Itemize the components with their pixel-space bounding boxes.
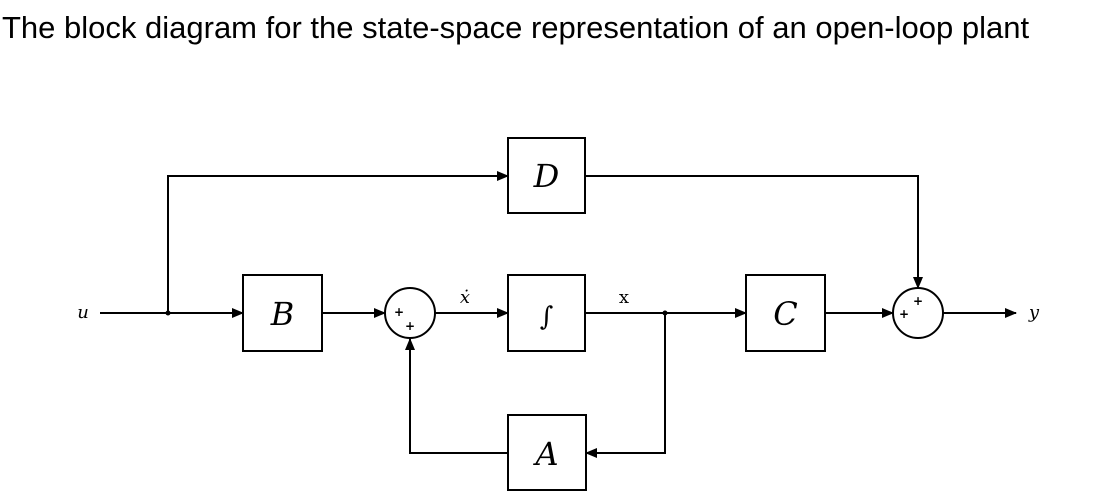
block-B-label: B: [270, 295, 295, 333]
block-D-label: D: [533, 157, 560, 195]
summing-junction-1: [384, 287, 436, 339]
input-branch-point: [165, 310, 171, 316]
sum1-top-left-sign: +: [394, 305, 404, 319]
block-C: [745, 274, 826, 352]
feedback-wire-to-A: [585, 313, 666, 458]
wire-D-to-sum2: [585, 175, 923, 289]
feedforward-wire-to-D: [167, 171, 509, 313]
block-A-label: A: [532, 435, 558, 473]
block-integrator: [507, 274, 586, 352]
output-signal-label: y: [1028, 302, 1040, 323]
block-A: [507, 414, 587, 491]
sum2-left-sign: +: [899, 307, 909, 321]
state-label: x: [619, 287, 629, 308]
sum1-bottom-sign: +: [405, 319, 415, 333]
block-D: [507, 137, 586, 214]
state-derivative-label: ẋ: [460, 287, 470, 308]
block-B: [242, 274, 323, 352]
state-branch-point: [662, 310, 668, 316]
block-C-label: C: [773, 295, 797, 333]
integrator-label: ∫: [540, 302, 554, 332]
wire-A-to-sum1: [405, 338, 508, 454]
input-signal-label: u: [77, 302, 89, 323]
page-title: The block diagram for the state-space re…: [2, 10, 1030, 45]
sum2-top-sign: +: [913, 294, 923, 308]
summing-junction-2: [892, 287, 944, 339]
